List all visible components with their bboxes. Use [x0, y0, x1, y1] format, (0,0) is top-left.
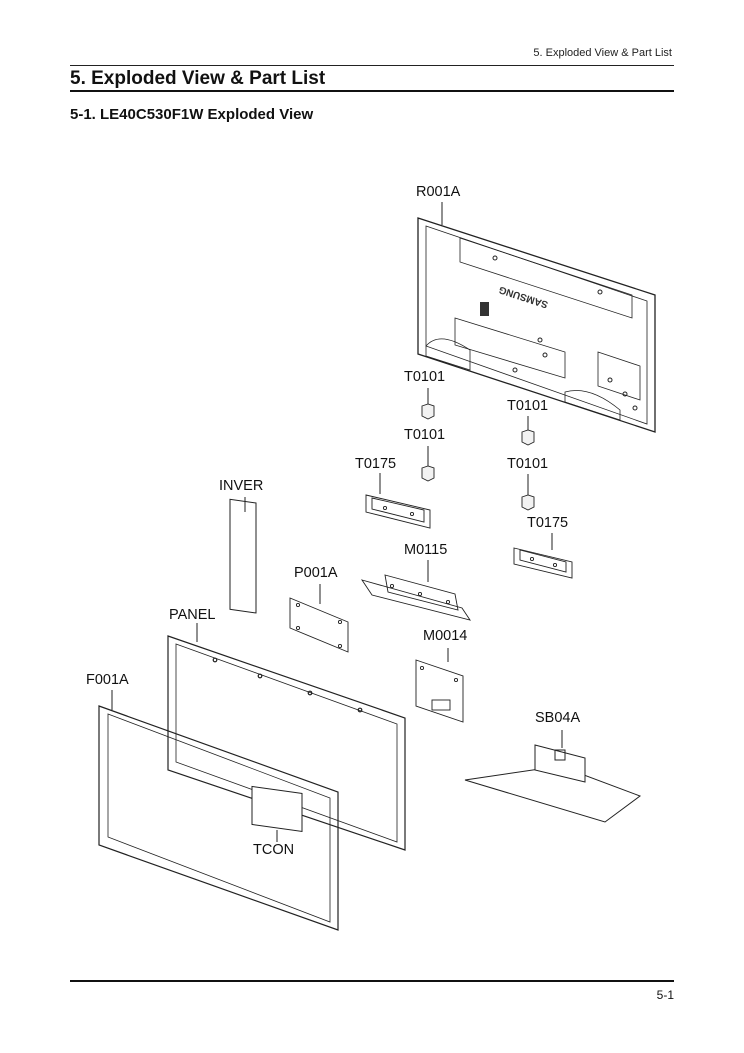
callout-p001a: P001A	[294, 565, 338, 581]
callout-t0175-b: T0175	[527, 515, 569, 531]
callout-inver: INVER	[219, 478, 264, 494]
rear-cover: SAMSUNG	[417, 217, 656, 433]
running-header: 5. Exploded View & Part List	[533, 47, 672, 59]
callout-m0014: M0014	[423, 628, 468, 644]
callout-t0101-d: T0101	[507, 456, 549, 472]
callout-sb04a: SB04A	[535, 710, 581, 726]
power-board-p001a	[289, 597, 349, 653]
lcd-panel	[167, 635, 406, 851]
callout-t0101-b: T0101	[507, 398, 549, 414]
callout-t0101-c: T0101	[404, 427, 446, 443]
main-board-m0014	[415, 659, 464, 723]
section-rule	[70, 90, 674, 92]
callout-t0101-a: T0101	[404, 369, 446, 385]
front-bezel	[98, 705, 339, 931]
header-rule	[70, 65, 674, 66]
inverter-board	[229, 498, 257, 614]
callout-panel: PANEL	[169, 607, 216, 623]
footer-rule	[70, 980, 674, 982]
section-title: 5. Exploded View & Part List	[70, 68, 326, 89]
callout-m0115: M0115	[404, 542, 448, 558]
bracket-t0175-right	[513, 547, 573, 579]
callout-t0175-a: T0175	[355, 456, 397, 472]
tcon-board	[251, 785, 303, 833]
callout-f001a: F001A	[86, 672, 129, 688]
bracket-t0175-left	[365, 494, 431, 529]
page-number: 5-1	[656, 988, 674, 1002]
stand-sb04a	[464, 744, 642, 823]
subsection-title: 5-1. LE40C530F1W Exploded View	[70, 106, 314, 123]
main-bracket-m0115	[360, 574, 472, 621]
callout-r001a: R001A	[416, 184, 461, 200]
callout-tcon: TCON	[253, 842, 295, 858]
